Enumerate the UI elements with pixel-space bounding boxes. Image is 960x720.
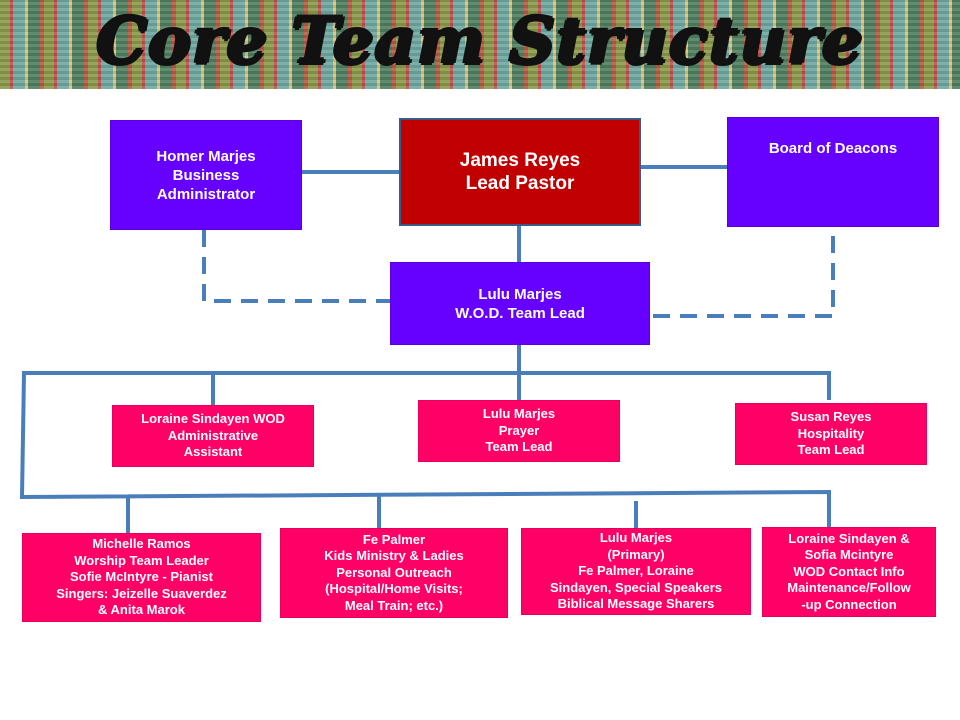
dashed-connector-deacons-wod — [650, 236, 835, 318]
wod-team-lead-box: Lulu Marjes W.O.D. Team Lead — [390, 262, 650, 345]
worship-team-box: Michelle Ramos Worship Team Leader Sofie… — [22, 533, 261, 622]
biblical-message-box: Lulu Marjes (Primary) Fe Palmer, Loraine… — [521, 528, 751, 615]
board-of-deacons-box: Board of Deacons — [727, 117, 939, 227]
title-banner — [0, 0, 960, 89]
prayer-team-box: Lulu Marjes Prayer Team Lead — [418, 400, 620, 462]
lead-pastor-box: James Reyes Lead Pastor — [399, 118, 641, 226]
connector-bracket-upper — [19, 371, 831, 529]
kids-ministry-box: Fe Palmer Kids Ministry & Ladies Persona… — [280, 528, 508, 618]
business-administrator-box: Homer Marjes Business Administrator — [110, 120, 302, 230]
dashed-connector-admin-wod — [202, 230, 390, 303]
contact-info-box: Loraine Sindayen & Sofia Mcintyre WOD Co… — [762, 527, 936, 617]
page-title: Core Team Structure — [96, 4, 864, 79]
hospitality-team-box: Susan Reyes Hospitality Team Lead — [735, 403, 927, 465]
admin-assistant-box: Loraine Sindayen WOD Administrative Assi… — [112, 405, 314, 467]
